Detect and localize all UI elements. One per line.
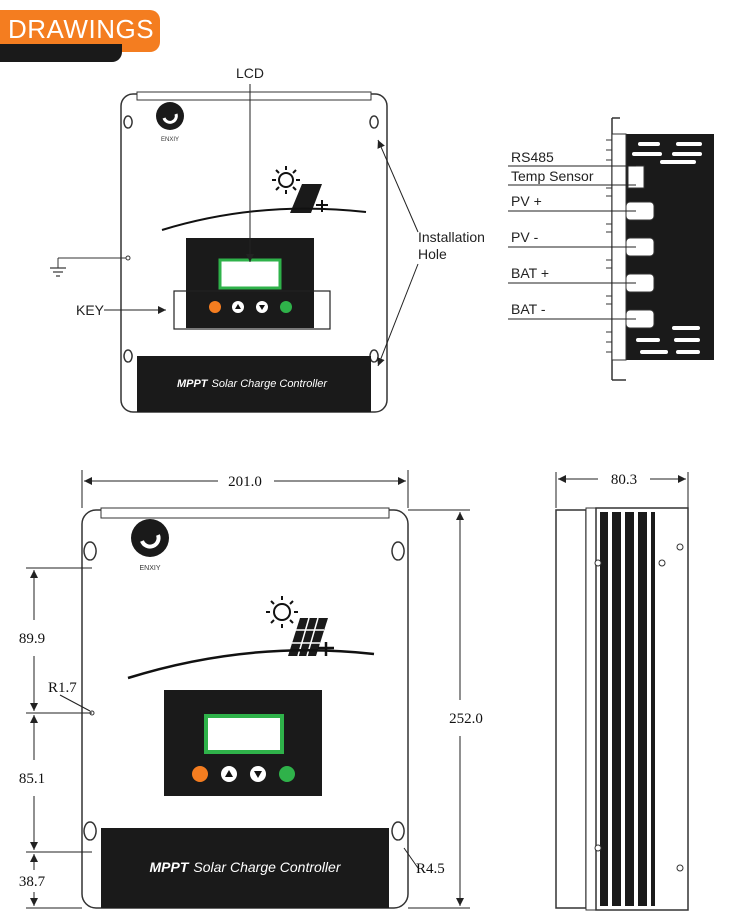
plug-icon-large bbox=[318, 642, 334, 656]
ground-icon bbox=[50, 267, 66, 277]
brand-name: ENXIY bbox=[161, 137, 179, 143]
swoosh-line bbox=[161, 207, 367, 231]
mount-hole-bl bbox=[123, 349, 133, 363]
dimension-width: 201.0 bbox=[228, 474, 262, 490]
terminal-label-bat-minus: BAT - bbox=[511, 301, 546, 317]
terminal-label-temp-sensor: Temp Sensor bbox=[511, 168, 594, 184]
terminal-label-rs485: RS485 bbox=[511, 149, 554, 165]
label-band bbox=[137, 356, 371, 412]
dimension-bottom-offset: 38.7 bbox=[19, 874, 46, 890]
terminal-label-pv-minus: PV - bbox=[511, 229, 539, 245]
label-band-large bbox=[101, 828, 389, 908]
lcd-screen-large bbox=[204, 714, 284, 754]
lcd-callout-label: LCD bbox=[236, 65, 264, 81]
dim-hole-tl bbox=[83, 541, 97, 561]
key-frame bbox=[173, 290, 331, 330]
dimension-lines bbox=[26, 470, 689, 909]
product-prefix: MPPT bbox=[177, 378, 209, 390]
product-prefix-large: MPPT bbox=[150, 859, 190, 875]
header-banner-shadow bbox=[0, 44, 122, 62]
product-name-large: Solar Charge Controller bbox=[193, 859, 341, 875]
installation-callout-line2: Hole bbox=[418, 246, 447, 262]
terminal-side-view: RS485 Temp Sensor PV + PV - BAT + BAT - bbox=[508, 117, 714, 381]
swoosh-line-large bbox=[127, 649, 375, 680]
dimension-hole-radius: R4.5 bbox=[416, 861, 445, 877]
dim-hole-tr bbox=[391, 541, 405, 561]
dimension-height: 252.0 bbox=[449, 711, 483, 727]
dimension-depth: 80.3 bbox=[611, 472, 637, 488]
enter-button-icon-large bbox=[279, 766, 295, 782]
dimension-lower-hole-spacing: 85.1 bbox=[19, 771, 45, 787]
product-name: Solar Charge Controller bbox=[212, 378, 329, 390]
brand-name-large: ENXIY bbox=[139, 565, 160, 572]
key-callout-label: KEY bbox=[76, 302, 105, 318]
dimension-side-radius: R1.7 bbox=[48, 680, 77, 696]
sun-icon-large bbox=[266, 596, 298, 628]
lcd-screen bbox=[218, 258, 282, 290]
mount-hole-tr bbox=[369, 115, 379, 129]
enter-button-icon bbox=[280, 301, 292, 313]
brand-logo-icon-large bbox=[131, 519, 169, 557]
dimension-upper-hole-spacing: 89.9 bbox=[19, 631, 45, 647]
terminal-label-pv-plus: PV + bbox=[511, 193, 542, 209]
solar-panel-icon bbox=[290, 184, 322, 213]
mount-hole-tl bbox=[123, 115, 133, 129]
terminal-label-bat-plus: BAT + bbox=[511, 265, 549, 281]
side-profile-view bbox=[555, 507, 689, 911]
mount-hole-br bbox=[369, 349, 379, 363]
dim-hole-bl bbox=[83, 821, 97, 841]
esc-button-icon bbox=[209, 301, 221, 313]
esc-button-icon-large bbox=[192, 766, 208, 782]
brand-logo-icon bbox=[156, 102, 184, 130]
sun-icon bbox=[272, 166, 300, 194]
plug-icon bbox=[316, 200, 328, 212]
dim-hole-br bbox=[391, 821, 405, 841]
installation-callout-line1: Installation bbox=[418, 229, 485, 245]
header-title: DRAWINGS bbox=[8, 14, 155, 44]
